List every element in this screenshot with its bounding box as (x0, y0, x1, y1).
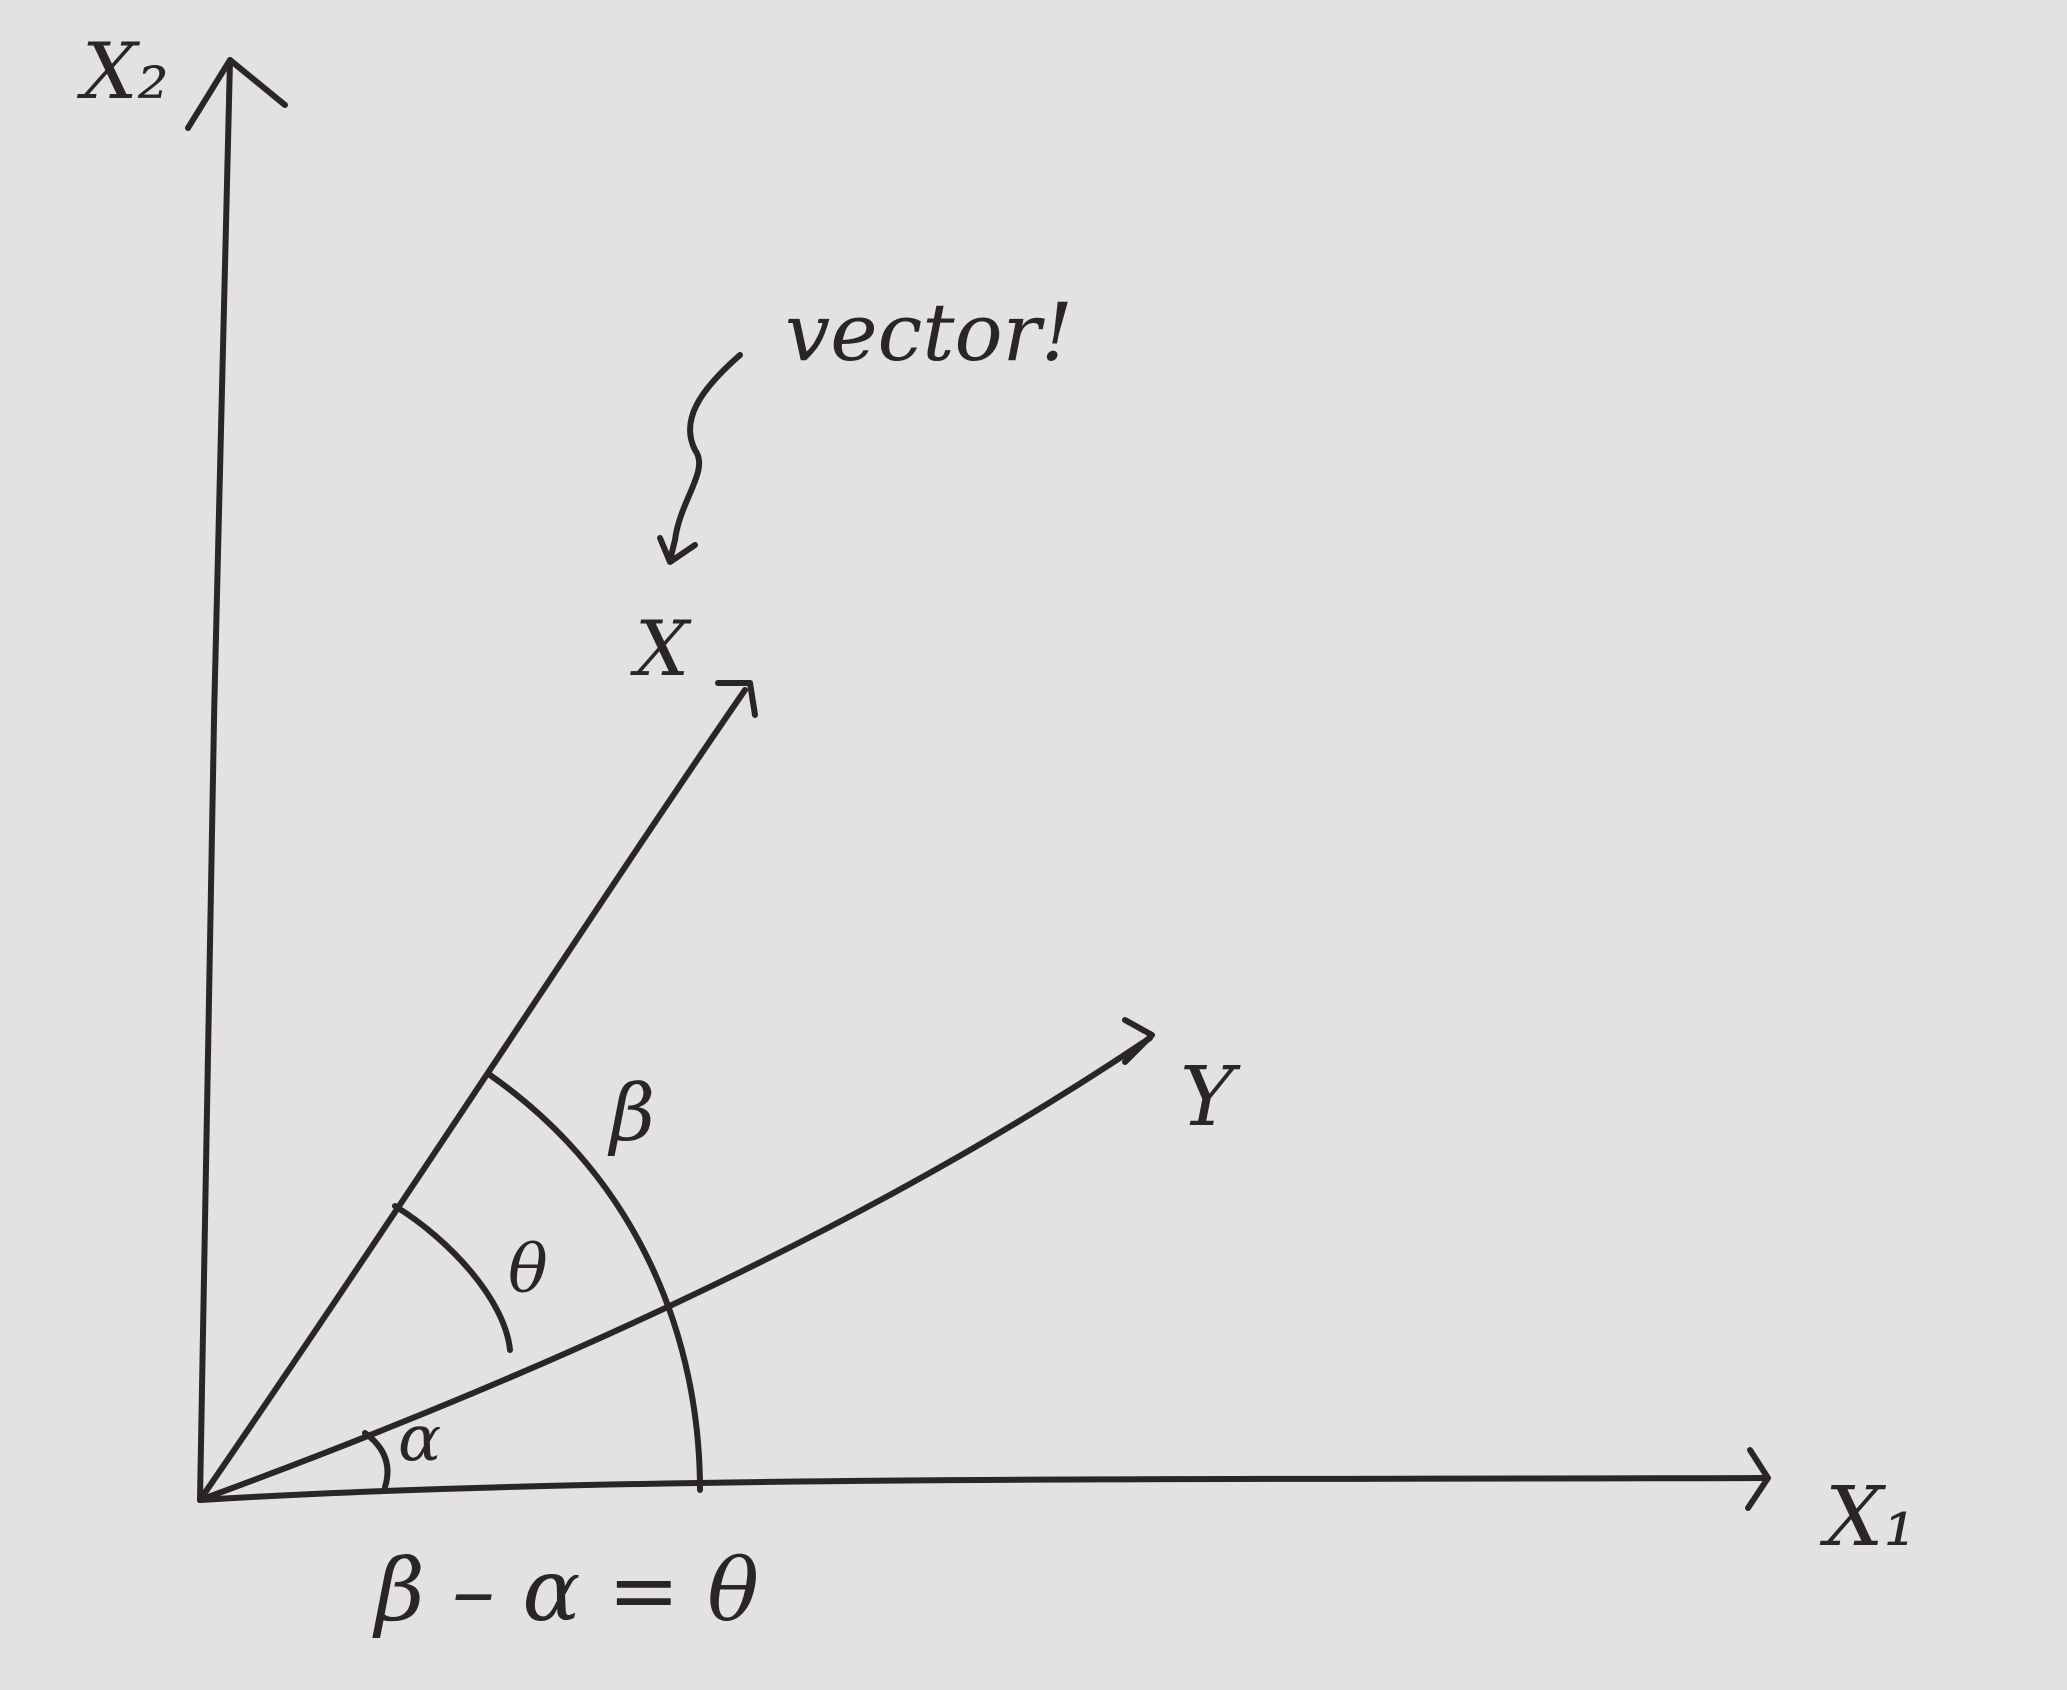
equation-text: β – α = θ (372, 1541, 759, 1641)
beta-arc (487, 1072, 703, 1493)
x1-axis-line (197, 1475, 1768, 1503)
annotation-pointer-arrowhead (657, 535, 698, 565)
vector-y-line (197, 1035, 1153, 1503)
annotation-text: vector! (785, 286, 1073, 379)
annotation-pointer (667, 352, 743, 563)
vector-x-arrowhead (715, 680, 758, 718)
alpha-label: α (398, 1402, 441, 1476)
beta-label: β (607, 1069, 655, 1159)
vector-x-label: X (630, 604, 692, 693)
x2-axis-line (197, 57, 233, 1503)
vector-y-arrowhead (1122, 1017, 1155, 1065)
alpha-arc (362, 1430, 391, 1490)
x2-axis-arrowhead (185, 57, 288, 131)
vector-y-label: Y (1180, 1050, 1241, 1145)
x1-axis-label: X₁ (1819, 1470, 1916, 1565)
x2-axis-label: X₂ (76, 27, 169, 117)
theta-arc (392, 1203, 513, 1353)
theta-label: θ (508, 1231, 548, 1308)
x1-axis-arrowhead (1745, 1447, 1771, 1511)
vector-x-line (197, 687, 748, 1503)
